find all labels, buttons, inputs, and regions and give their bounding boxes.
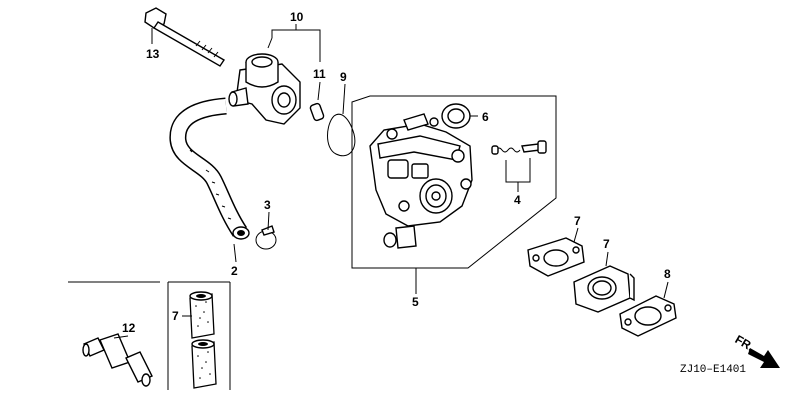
drawing-code: ZJ10–E1401 [680, 364, 746, 376]
callout-9: 9 [340, 70, 347, 84]
gasket-ring-part [327, 113, 356, 157]
gasket-lower-part [619, 295, 677, 337]
carburetor-part [369, 113, 473, 249]
pin-part [309, 102, 325, 122]
callout-7-upper: 7 [574, 214, 581, 228]
screw-spring-part [491, 140, 547, 155]
callout-11: 11 [313, 67, 326, 81]
fuel-filter-part [82, 333, 153, 387]
callout-12: 12 [122, 321, 136, 335]
seal-part [441, 103, 471, 129]
callout-1: 2 [231, 264, 238, 278]
callout-7-lower: 8 [664, 267, 671, 281]
callout-10: 10 [290, 10, 304, 24]
front-direction-arrow-icon [748, 348, 780, 368]
callout-6: 7 [603, 237, 610, 251]
callout-8: 7 [172, 309, 179, 323]
callout-13: 13 [146, 47, 160, 61]
hose-clip-part [255, 225, 277, 250]
callout-2: 3 [264, 198, 271, 212]
gasket-upper-part [527, 237, 585, 277]
bolt-part [144, 7, 225, 67]
fuel-hose-part [169, 97, 250, 240]
callout-3: 4 [514, 193, 521, 207]
joint-body-part [228, 53, 301, 125]
callout-4: 5 [412, 295, 419, 309]
foam-tube-part [189, 291, 217, 389]
callout-5: 6 [482, 110, 489, 124]
insulator-part [573, 265, 635, 313]
